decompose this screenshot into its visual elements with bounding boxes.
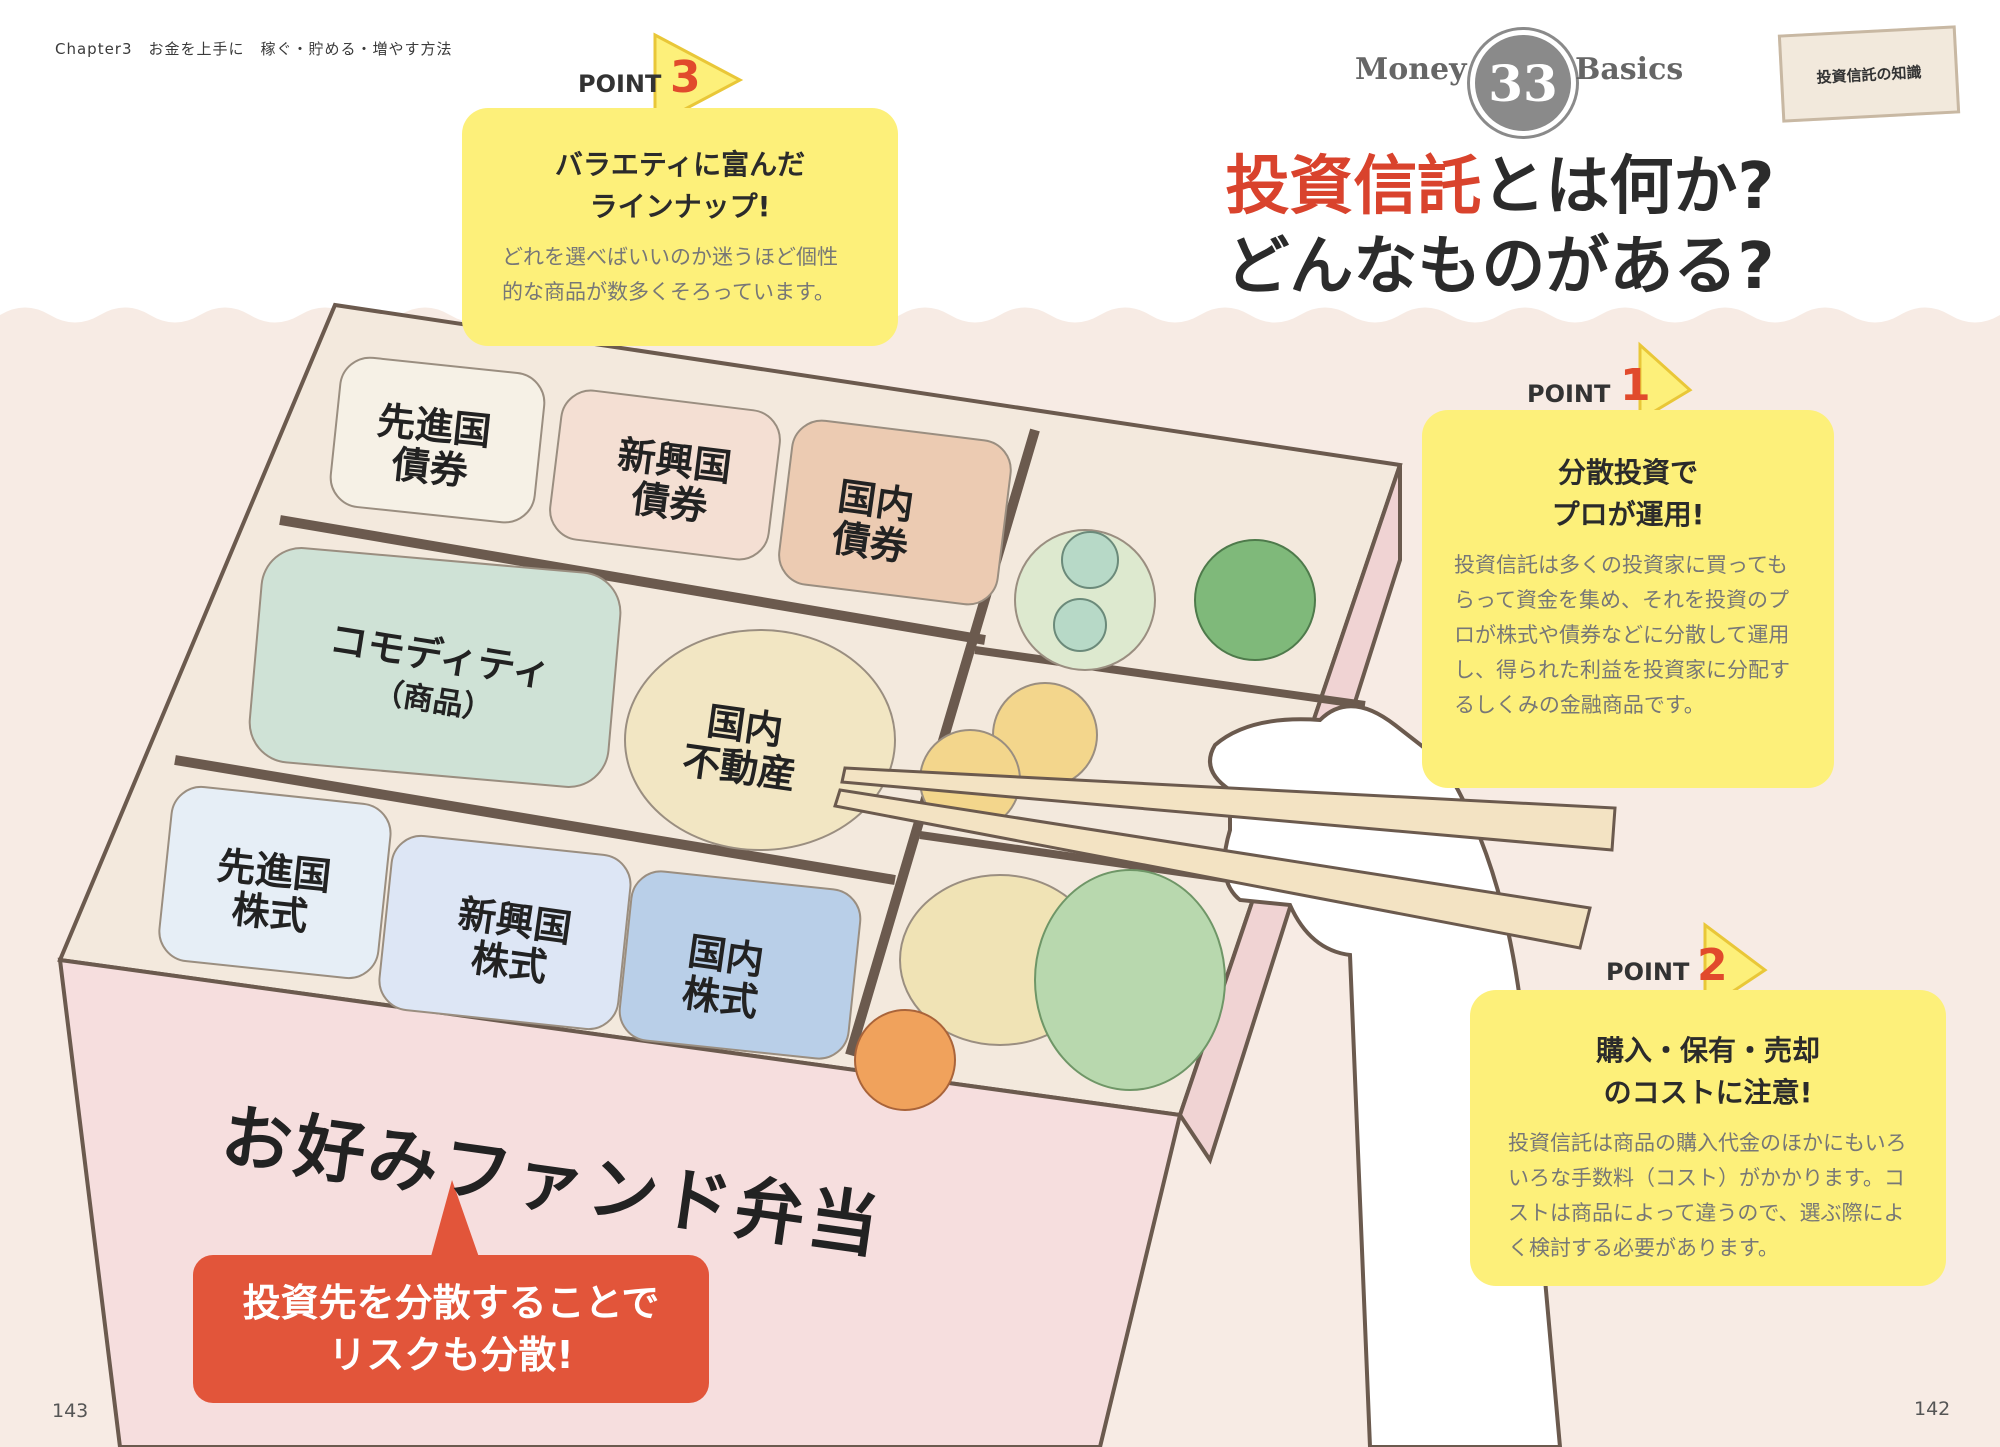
point-3-heading-1: バラエティに富んだ [554,148,806,181]
callout-pointer [430,1180,480,1260]
series-label-right: Basics [1575,52,1684,87]
point-1-number: 1 [1620,360,1651,411]
running-head: Chapter3 お金を上手に 稼ぐ・貯める・増やす方法 [55,40,453,58]
label-domestic-bonds: 国内債券 [829,474,917,570]
page-number-left: 143 [52,1400,89,1422]
title-rest: とは何か? [1481,150,1775,224]
point-markers [653,32,1768,1013]
callout-line-1: 投資先を分散することで [242,1281,660,1325]
point-2-body: 投資信託は商品の購入代金のほかにもいろいろな手数料（コスト）がかかります。コスト… [1508,1131,1907,1260]
label-developed-stocks: 先進国株式 [215,843,334,939]
page-number-right: 142 [1914,1398,1951,1420]
food [158,356,1316,1111]
point-2-number: 2 [1697,940,1728,991]
label-emerging-bonds: 新興国債券 [615,432,734,530]
point-1-box: 分散投資でプロが運用! 投資信託は多くの投資家に買ってもらって資金を集め、それを… [1422,410,1834,788]
point-3-number: 3 [670,52,701,103]
point-1-body: 投資信託は多くの投資家に買ってもらって資金を集め、それを投資のプロが株式や債券な… [1454,553,1790,717]
point-2-heading-2: のコストに注意! [1603,1076,1813,1109]
series-number: 33 [1470,30,1576,136]
point-3-heading-2: ラインナップ! [589,190,771,223]
point-3-body: どれを選べばいいのか迷うほど個性的な商品が数多くそろっています。 [502,245,838,304]
point-3-label: POINT [578,70,662,98]
point-2-heading-1: 購入・保有・売却 [1595,1034,1820,1067]
title-highlight: 投資信託 [1225,150,1482,224]
point-1-heading-2: プロが運用! [1551,498,1705,531]
callout-line-2: リスクも分散! [328,1333,574,1377]
point-1-heading-1: 分散投資で [1557,456,1698,489]
topic-tag: 投資信託の知識 [1777,25,1961,123]
series-label-left: Money [1355,52,1467,87]
page-title-line-2: どんなものがある? [1225,230,1775,304]
point-3-box: バラエティに富んだラインナップ! どれを選べばいいのか迷うほど個性的な商品が数多… [462,108,898,346]
point-2-box: 購入・保有・売却のコストに注意! 投資信託は商品の購入代金のほかにもいろいろな手… [1470,990,1946,1286]
point-2-label: POINT [1606,958,1690,986]
callout-box: 投資先を分散することで リスクも分散! [193,1255,709,1403]
label-developed-bonds: 先進国債券 [375,398,494,494]
label-domestic-stocks: 国内株式 [679,929,767,1025]
point-1-label: POINT [1527,380,1611,408]
label-domestic-realestate: 国内不動産 [679,699,799,798]
label-emerging-stocks: 新興国株式 [455,891,575,990]
page-title-line-1: 投資信託とは何か? [1180,135,1820,227]
